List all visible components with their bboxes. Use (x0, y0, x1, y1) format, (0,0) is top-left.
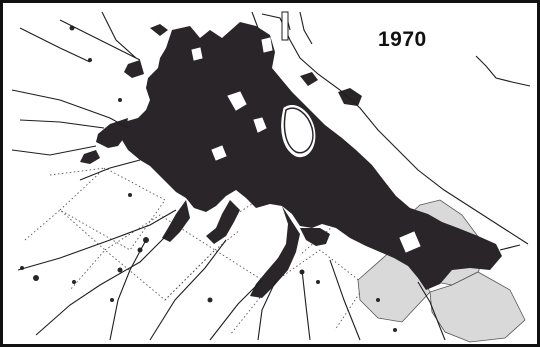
urban-lobe (300, 72, 318, 86)
urban-lobe (124, 60, 144, 78)
open-space (399, 231, 421, 253)
urban-lobe (162, 200, 190, 242)
pier-marker (281, 11, 289, 41)
road-line (17, 209, 177, 271)
urban-dot (337, 177, 343, 183)
urban-dot (128, 193, 132, 197)
boundary-line (214, 229, 241, 251)
urban-dot (33, 275, 39, 281)
road-line (11, 145, 97, 156)
urban-area (20, 22, 502, 332)
boundary-line (269, 249, 366, 331)
boundary-lines (24, 167, 366, 336)
open-space (253, 117, 267, 133)
road-line (209, 279, 263, 341)
boundary-line (49, 167, 106, 176)
urban-lobe (250, 206, 300, 298)
road-line (35, 231, 171, 336)
planned-area (429, 271, 526, 343)
urban-lobe (150, 24, 168, 36)
urban-dot (238, 38, 242, 42)
road-line (59, 19, 141, 61)
coast-line (475, 55, 531, 87)
road-line (251, 11, 259, 29)
boundary-line (24, 209, 106, 291)
urban-dot (118, 98, 122, 102)
road-line (11, 89, 129, 129)
urban-dot (256, 58, 260, 62)
road-line (79, 159, 141, 181)
open-space (281, 105, 316, 158)
racecourse-outline (283, 107, 314, 154)
boundary-line (59, 167, 166, 251)
urban-dot (117, 267, 123, 273)
road-line (109, 239, 147, 341)
urban-lobe (300, 228, 330, 246)
urban-lobe (80, 150, 100, 164)
open-space (191, 47, 203, 61)
urban-mass-main (118, 22, 502, 290)
year-label: 1970 (378, 28, 427, 51)
urban-dot (393, 328, 397, 332)
road-line (499, 244, 521, 251)
open-space (227, 91, 247, 111)
urban-lobe (206, 200, 240, 244)
road-line (417, 281, 446, 341)
road-line (257, 279, 277, 341)
road-line (101, 11, 137, 59)
urban-dot (72, 280, 76, 284)
urban-lobe (338, 88, 362, 106)
urban-dot (316, 280, 320, 284)
road-network (11, 11, 521, 341)
urban-dot (110, 298, 114, 302)
road-line (329, 259, 361, 341)
road-line (19, 27, 91, 63)
road-line (149, 239, 227, 341)
urban-dot (207, 297, 213, 303)
urban-lobe (96, 118, 128, 148)
coast-line (299, 11, 313, 45)
road-line (301, 269, 311, 341)
coast-line (261, 13, 529, 245)
urban-dot (376, 298, 380, 302)
open-space (211, 145, 227, 161)
open-space (261, 37, 273, 53)
road-line (19, 119, 105, 129)
open-spaces (191, 37, 421, 253)
